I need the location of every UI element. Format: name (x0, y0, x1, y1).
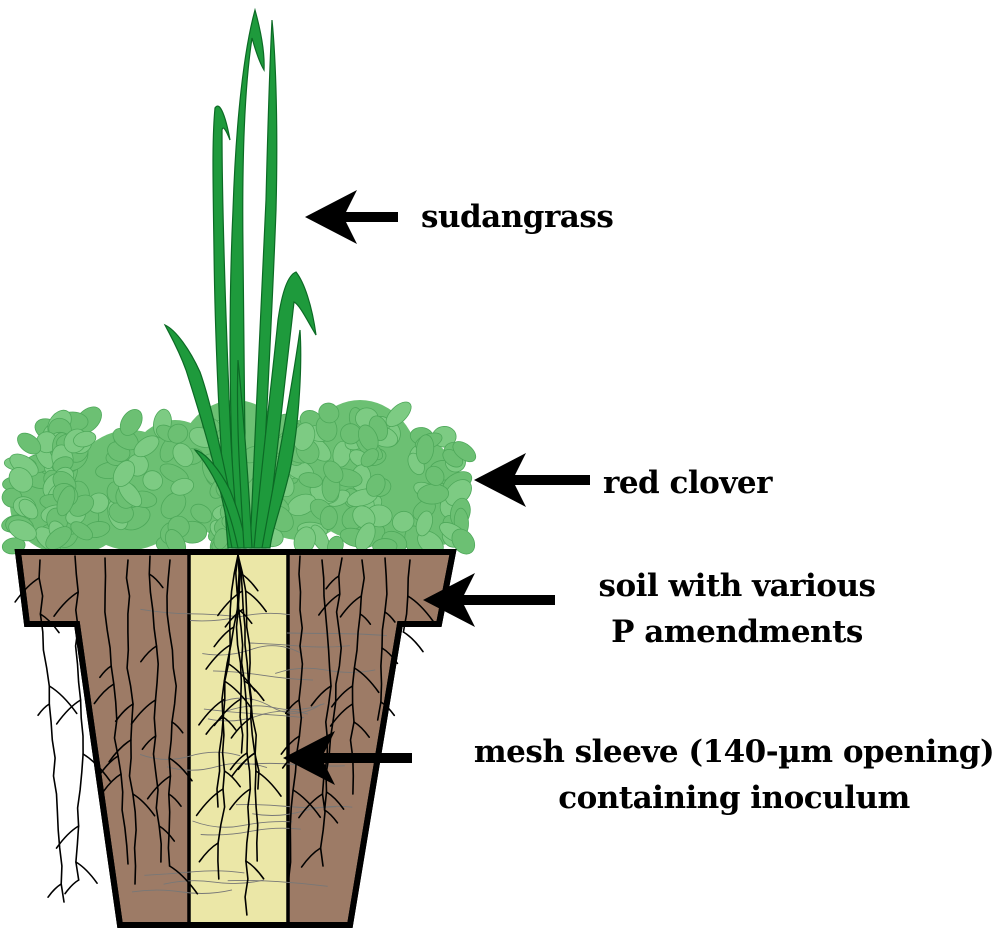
flower-pot-icon (15, 552, 453, 925)
sudangrass-arrow (305, 190, 398, 244)
root (65, 880, 79, 894)
root (403, 632, 423, 652)
soil-label-line2: P amendments (611, 614, 863, 650)
soil-label-line1: soil with various (599, 568, 876, 604)
left-arrow-icon (305, 190, 398, 244)
red-clover-arrow (474, 453, 590, 507)
root (38, 704, 49, 715)
root (48, 884, 61, 897)
root (56, 826, 78, 848)
mesh-sleeve-label-line1: mesh sleeve (140-µm opening) (474, 734, 994, 770)
red-clover-label: red clover (603, 465, 773, 501)
sudangrass-label: sudangrass (421, 199, 613, 235)
root (49, 686, 76, 713)
mesh-sleeve-label-line2: containing inoculum (558, 780, 910, 816)
left-arrow-icon (474, 453, 590, 507)
